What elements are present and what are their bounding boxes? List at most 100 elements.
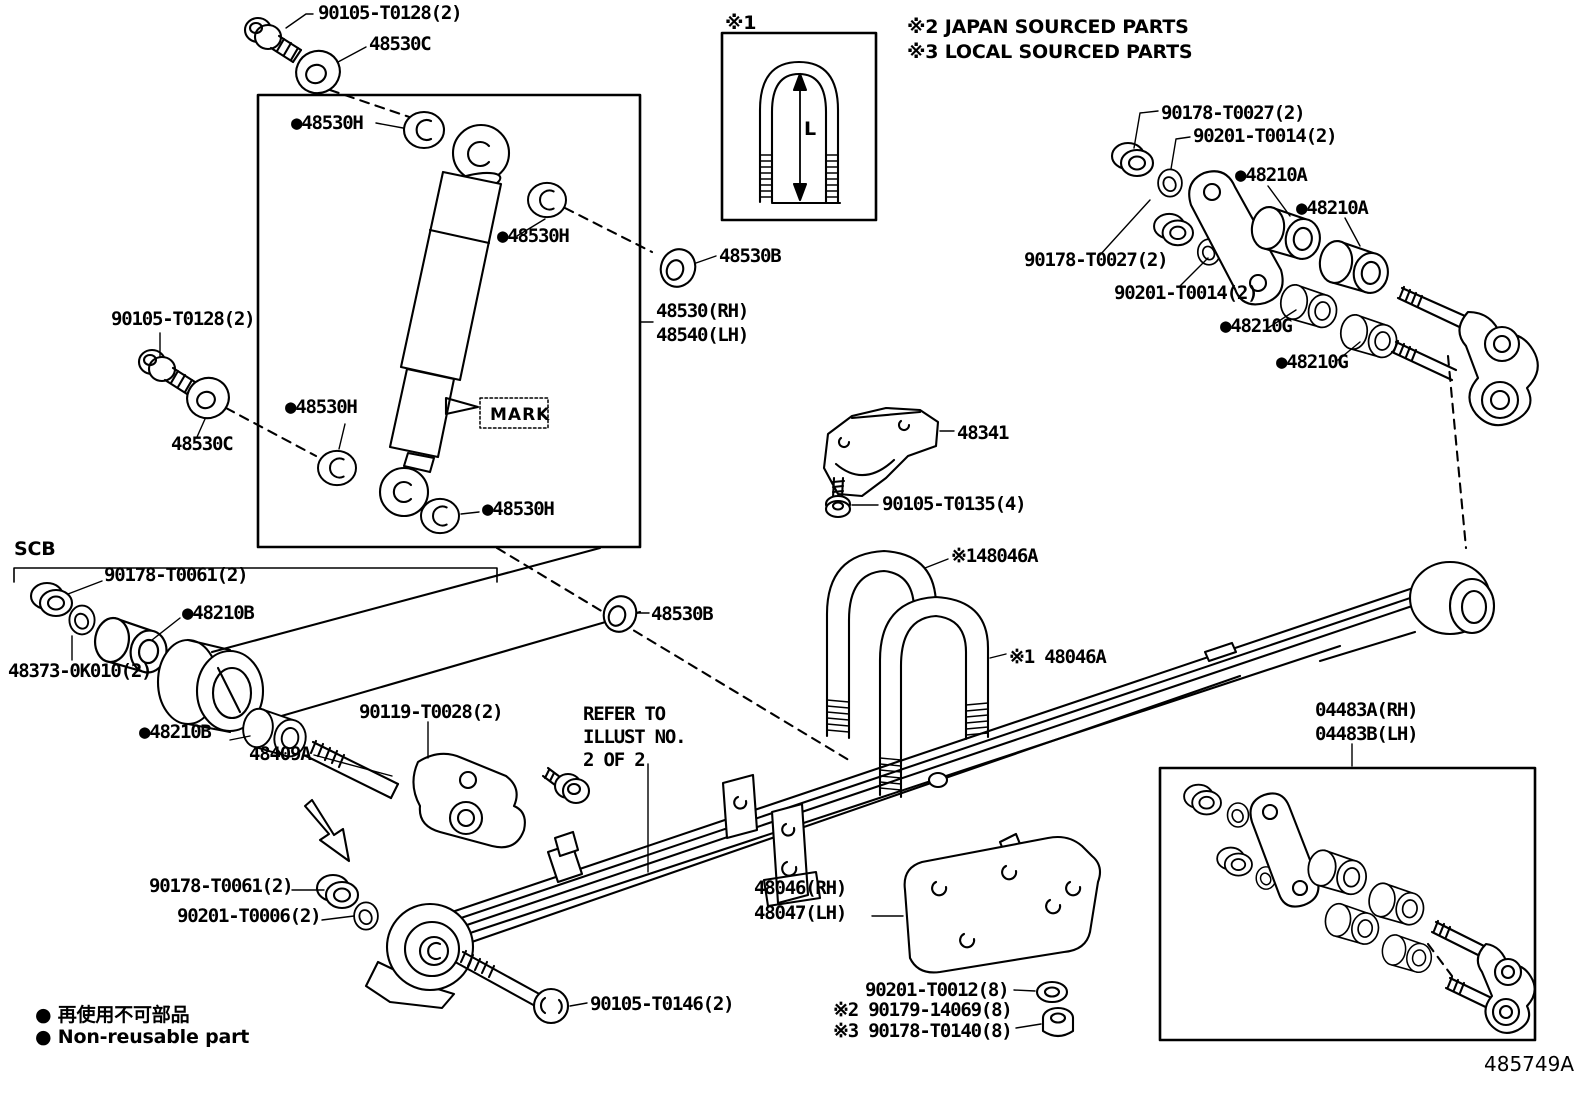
nut-90178-t0027-1 bbox=[1110, 141, 1155, 178]
label-48530-rh: 48530(RH) bbox=[656, 300, 749, 322]
note-japan-sourced: ※2 JAPAN SOURCED PARTS bbox=[907, 16, 1189, 38]
label-48210a-2: ●48210A bbox=[1296, 197, 1369, 219]
label-90201-t0014-a: 90201-T0014(2) bbox=[1193, 125, 1338, 147]
label-90119-t0028: 90119-T0028(2) bbox=[359, 701, 504, 723]
label-04483b-lh: 04483B(LH) bbox=[1315, 723, 1419, 745]
label-90179-14069: ※2 90179-14069(8) bbox=[833, 999, 1013, 1021]
shackle-kit-contents bbox=[1183, 783, 1536, 1034]
label-48046a-2: ※1 48046A bbox=[1009, 646, 1107, 668]
shackle-plate bbox=[1188, 170, 1284, 306]
shock-absorber bbox=[317, 110, 567, 535]
pin-48409a bbox=[304, 739, 400, 800]
assembly-dashed-lines bbox=[224, 88, 1468, 978]
bushing-48530h-3 bbox=[317, 449, 357, 487]
label-48530c-upper: 48530C bbox=[369, 33, 432, 55]
spring-clamp-tabs bbox=[721, 773, 822, 908]
label-04483a-rh: 04483A(RH) bbox=[1315, 699, 1419, 721]
bushing-48530h-2 bbox=[527, 181, 567, 219]
label-48530b-upper: 48530B bbox=[719, 245, 782, 267]
rear-shackle-assembly bbox=[1110, 141, 1539, 427]
label-48046-rh: 48046(RH) bbox=[754, 877, 847, 899]
label-90105-t0135: 90105-T0135(4) bbox=[882, 493, 1027, 515]
spring-rear-eye bbox=[1408, 560, 1496, 636]
kit-shackle bbox=[1430, 919, 1536, 1034]
label-48210b-2: ●48210B bbox=[139, 721, 212, 743]
label-refer-3: 2 OF 2 bbox=[583, 749, 646, 771]
label-90105-t0128-upper: 90105-T0128(2) bbox=[318, 2, 463, 24]
label-48409a: 48409A bbox=[249, 743, 312, 765]
scb-bracket bbox=[13, 567, 498, 583]
anchor-plate bbox=[412, 752, 526, 849]
leader-lines bbox=[67, 13, 1361, 1029]
legend-non-reusable-jp: ● 再使用不可部品 bbox=[35, 1004, 190, 1026]
shackle-with-studs bbox=[1390, 285, 1539, 427]
label-90178-t0027-b: 90178-T0027(2) bbox=[1024, 249, 1169, 271]
mark-pointer bbox=[444, 396, 480, 416]
label-90178-t0027-a: 90178-T0027(2) bbox=[1161, 102, 1306, 124]
note-local-sourced: ※3 LOCAL SOURCED PARTS bbox=[907, 41, 1193, 63]
label-48530b-mid: 48530B bbox=[651, 603, 714, 625]
washer-48530c-upper bbox=[295, 49, 341, 95]
label-48540-lh: 48540(LH) bbox=[656, 324, 749, 346]
label-refer-2: ILLUST NO. bbox=[583, 726, 687, 748]
shock-detail-box bbox=[256, 93, 642, 549]
shackle-kit-box bbox=[1158, 766, 1537, 1042]
label-48047-lh: 48047(LH) bbox=[754, 902, 847, 924]
label-90178-t0140: ※3 90178-T0140(8) bbox=[833, 1020, 1013, 1042]
direction-arrow bbox=[303, 798, 351, 863]
label-48530h-1: ●48530H bbox=[291, 112, 364, 134]
label-dimension-l: L bbox=[804, 118, 816, 140]
washer-90201-t0006 bbox=[353, 901, 379, 931]
bushing-48530h-1 bbox=[402, 110, 446, 150]
bolt-90105-t0146 bbox=[455, 949, 570, 1025]
nut-90178-t0061-front bbox=[29, 581, 74, 618]
label-48341: 48341 bbox=[957, 422, 1009, 444]
label-inset-ref: ※1 bbox=[725, 12, 757, 34]
grommet-48530b-upper bbox=[659, 248, 697, 288]
label-90178-t0061-a: 90178-T0061(2) bbox=[104, 564, 249, 586]
bushing-48530h-4 bbox=[420, 497, 460, 535]
label-48210b-1: ●48210B bbox=[182, 602, 255, 624]
label-90105-t0128-left: 90105-T0128(2) bbox=[111, 308, 256, 330]
mark-box bbox=[479, 397, 549, 429]
label-48373-0k010: 48373-0K010(2) bbox=[8, 660, 153, 682]
bushing-48210a-2 bbox=[1315, 237, 1393, 297]
label-90178-t0061-b: 90178-T0061(2) bbox=[149, 875, 294, 897]
bumper-bracket-48341 bbox=[822, 406, 940, 498]
label-48210g-1: ●48210G bbox=[1220, 315, 1293, 337]
grommet-48530b-mid bbox=[602, 595, 638, 633]
front-hanger-assembly bbox=[29, 546, 642, 863]
label-48530h-3: ●48530H bbox=[285, 396, 358, 418]
label-90201-t0014-b: 90201-T0014(2) bbox=[1114, 282, 1259, 304]
label-48530c-lower: 48530C bbox=[171, 433, 234, 455]
spring-seat-48046 bbox=[903, 832, 1102, 974]
washer-90201-t0012 bbox=[1035, 980, 1069, 1004]
nut-90178-t0061-lower bbox=[315, 873, 360, 910]
legend-non-reusable-en: ● Non-reusable part bbox=[35, 1026, 250, 1048]
label-90201-t0012: 90201-T0012(8) bbox=[865, 979, 1010, 1001]
label-48210g-2: ●48210G bbox=[1276, 351, 1349, 373]
washer-90201-t0014-1 bbox=[1157, 168, 1183, 198]
nut-90178-t0140 bbox=[1041, 1006, 1075, 1038]
label-refer-1: REFER TO bbox=[583, 703, 666, 725]
washer-48530c-lower bbox=[186, 376, 230, 420]
bolt-90119 bbox=[541, 766, 591, 805]
label-mark: MARK bbox=[490, 405, 551, 425]
label-scb: SCB bbox=[14, 538, 56, 560]
drawing-number: 485749A bbox=[1484, 1052, 1575, 1076]
washer-48373 bbox=[68, 604, 96, 636]
label-90105-t0146: 90105-T0146(2) bbox=[590, 993, 735, 1015]
nut-90178-t0027-2 bbox=[1153, 212, 1194, 247]
label-48210a-1: ●48210A bbox=[1235, 164, 1308, 186]
bolt-90105-t0135 bbox=[824, 476, 852, 519]
leaf-spring bbox=[364, 560, 1496, 1010]
flange-bolt-lower-left bbox=[137, 348, 197, 396]
spring-front-eye bbox=[364, 902, 475, 1010]
hanger-pipe bbox=[156, 638, 265, 734]
label-48530h-4: ●48530H bbox=[482, 498, 555, 520]
center-bolt-head bbox=[927, 771, 949, 789]
label-48046a-1: ※148046A bbox=[951, 545, 1039, 567]
label-90201-t0006: 90201-T0006(2) bbox=[177, 905, 322, 927]
